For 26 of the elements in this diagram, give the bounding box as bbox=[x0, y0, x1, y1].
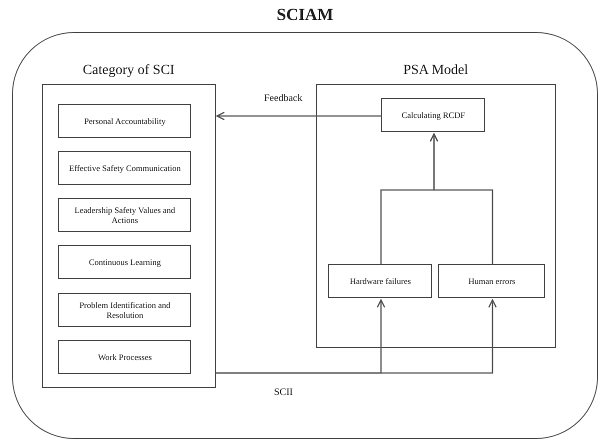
process-box bbox=[58, 293, 192, 328]
process-box bbox=[58, 340, 192, 374]
frame-heading: SCIAM bbox=[276, 5, 334, 25]
box-label: Problem Identification and Resolution bbox=[78, 300, 172, 321]
arrow bbox=[430, 133, 494, 265]
box-label: Human errors bbox=[468, 276, 516, 287]
process-box bbox=[58, 245, 192, 280]
edge-label: SCII bbox=[272, 387, 295, 398]
group-heading: PSA Model bbox=[403, 62, 468, 79]
box-label: Calculating RCDF bbox=[402, 110, 466, 121]
process-box bbox=[328, 264, 432, 298]
process-box bbox=[58, 151, 192, 186]
box-label: Hardware failures bbox=[350, 276, 411, 287]
process-box bbox=[58, 198, 192, 232]
box-label: Leadership Safety Values and Actions bbox=[74, 204, 176, 226]
group-heading: Category of SCI bbox=[82, 62, 175, 79]
box-label: Effective Safety Communication bbox=[69, 163, 181, 174]
box-label: Work Processes bbox=[98, 352, 152, 363]
process-box bbox=[58, 104, 192, 138]
box-label: Personal Accountability bbox=[84, 116, 166, 127]
process-box bbox=[381, 98, 486, 132]
process-box bbox=[438, 264, 546, 298]
box-label: Continuous Learning bbox=[88, 257, 161, 268]
arrow bbox=[216, 299, 497, 374]
arrow bbox=[216, 112, 382, 120]
edge-label: Feedback bbox=[262, 93, 304, 104]
